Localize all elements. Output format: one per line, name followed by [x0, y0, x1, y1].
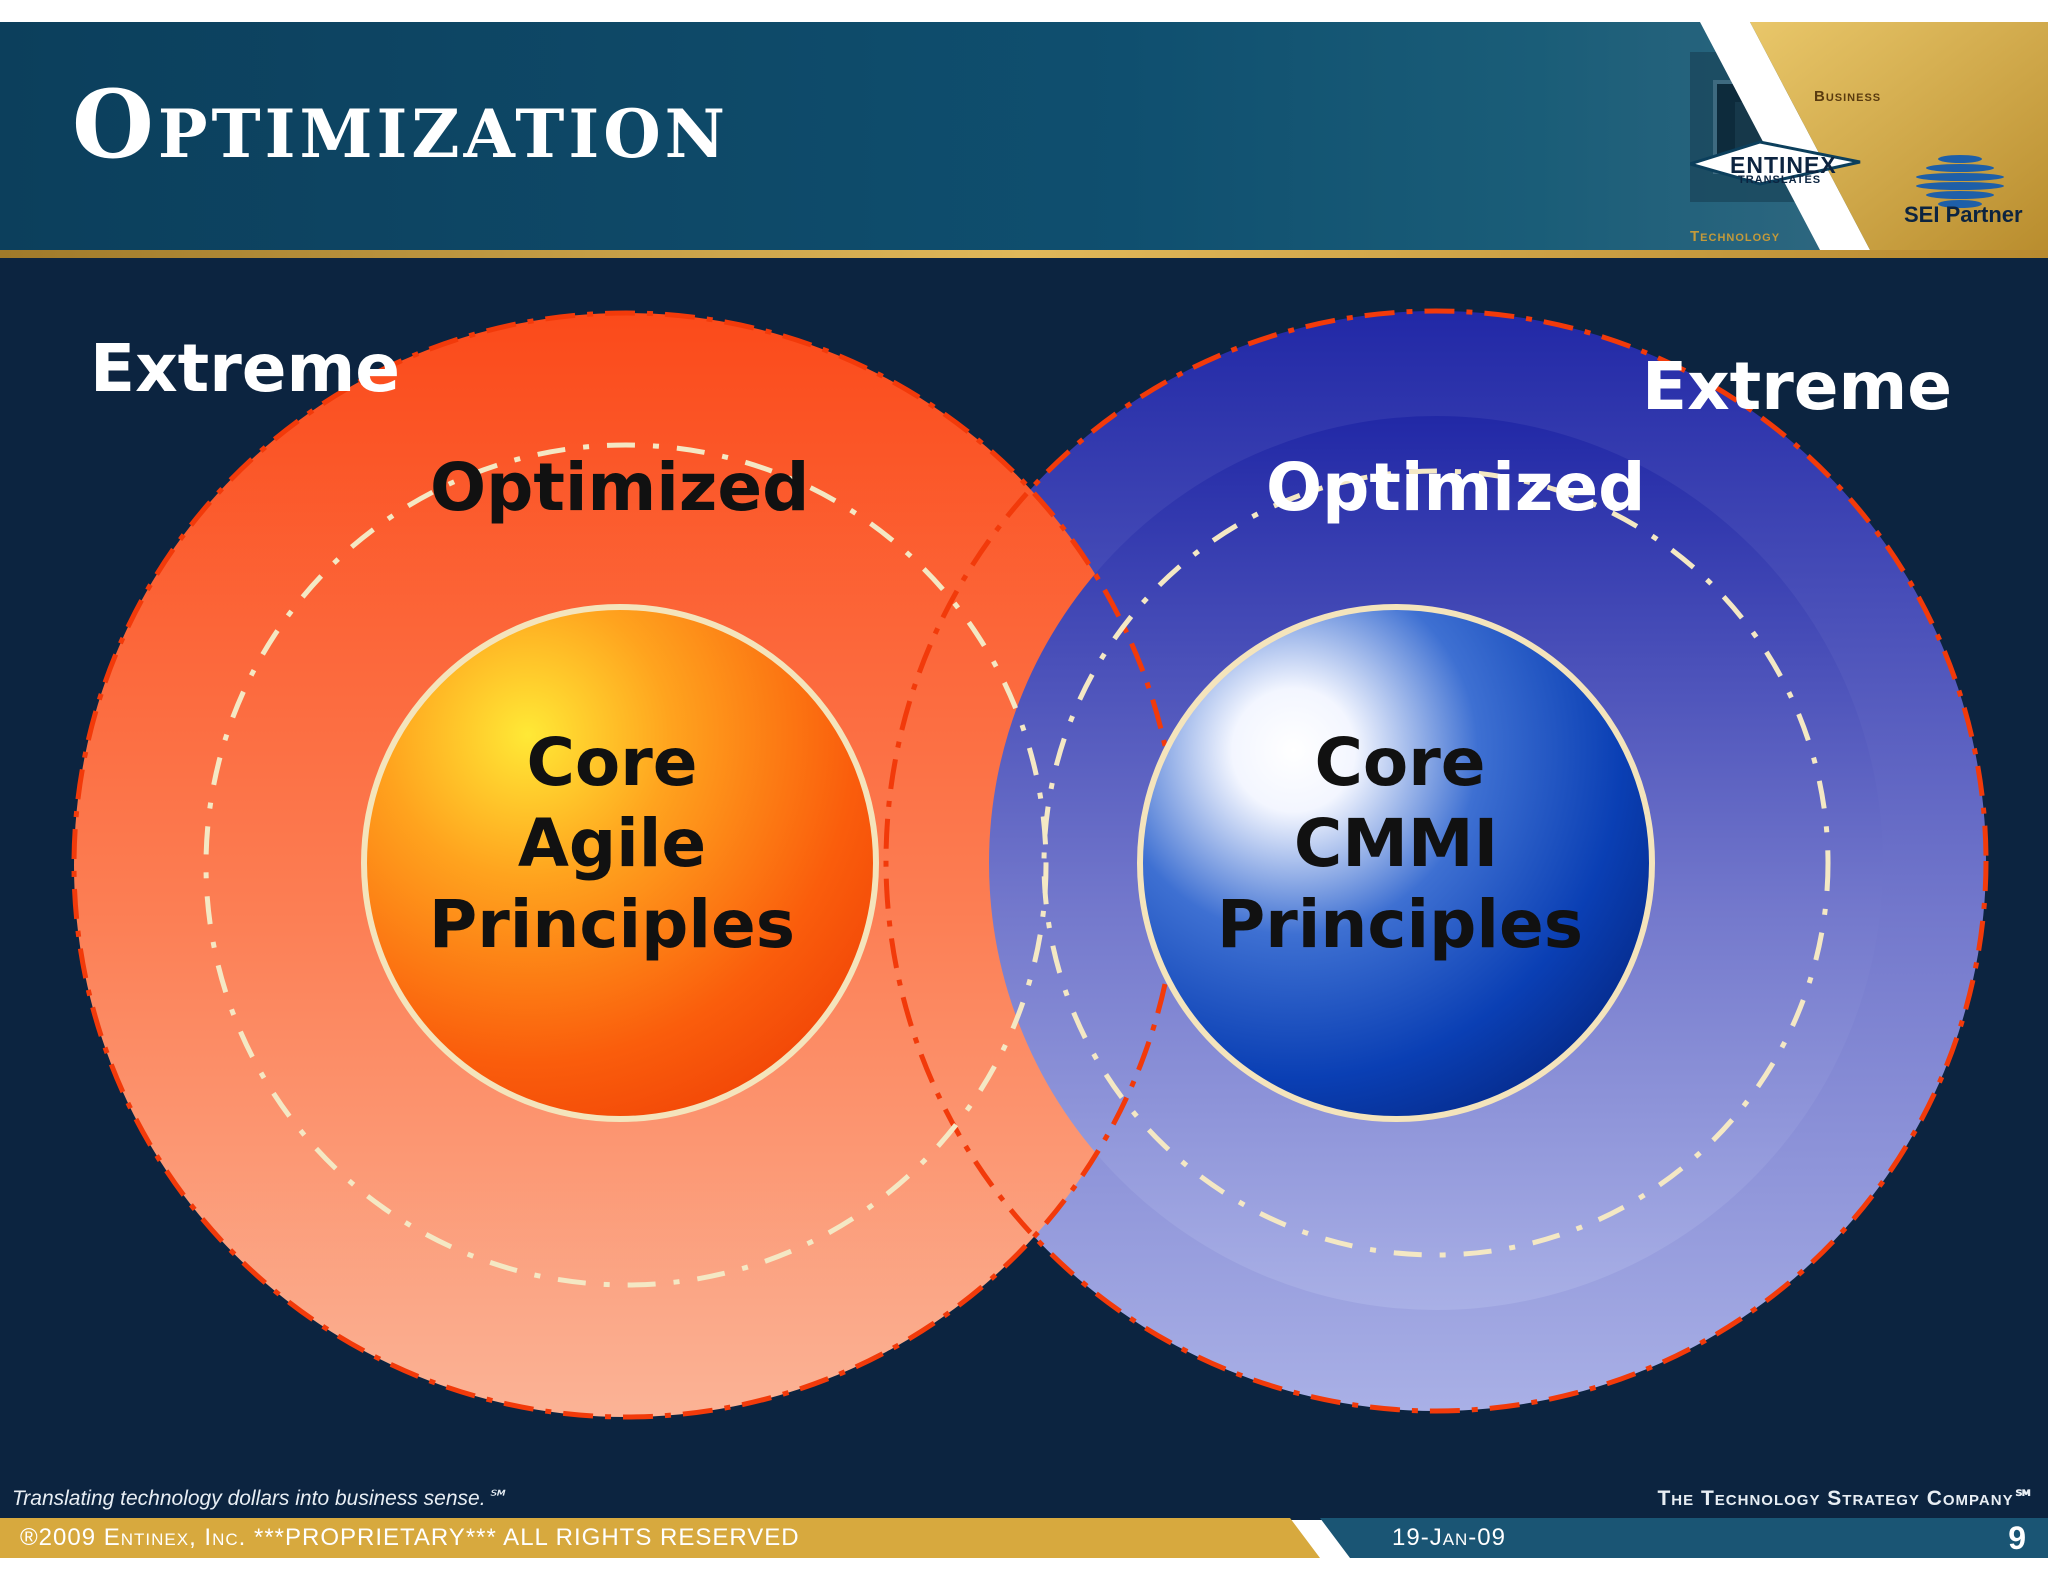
left-core-circle [361, 604, 879, 1122]
logo-brand: ENTINEX [1730, 152, 1837, 178]
right-outer-border [883, 308, 1989, 1414]
right-core-line-2: CMMI [1294, 805, 1498, 882]
left-optimized-label: Optimized [430, 449, 809, 526]
right-optimized-label: Optimized [1266, 449, 1645, 526]
footer-left-band [0, 1518, 1320, 1558]
right-core-circle [1137, 604, 1655, 1122]
right-middle-ring [1041, 468, 1831, 1258]
left-core-line-1: Core [526, 724, 697, 801]
left-core-line-2: Agile [518, 805, 706, 882]
tagline: Translating technology dollars into busi… [12, 1487, 507, 1510]
date-text: 19-Jan-09 [1392, 1524, 1506, 1551]
left-core-line-3: Principles [429, 886, 795, 963]
header-divider [0, 250, 2048, 258]
logo-business-label: Business [1814, 88, 1882, 105]
company-name: The Technology Strategy Company℠ [1657, 1487, 2036, 1510]
left-extreme-label: Extreme [90, 330, 400, 407]
diamond-icon [1690, 140, 1861, 186]
main-area: Extreme Extreme Optimized Optimized Core… [0, 258, 2048, 1520]
copyright-text: ®2009 Entinex, Inc. ***PROPRIETARY*** AL… [20, 1524, 800, 1551]
venn-diagram: Extreme Extreme Optimized Optimized Core… [71, 308, 1989, 1420]
logo-technology-label: Technology [1690, 228, 1781, 245]
right-core-line-1: Core [1314, 724, 1485, 801]
left-middle-ring [203, 442, 1049, 1288]
page-number: 9 [2008, 1520, 2026, 1556]
footer-bar: ®2009 Entinex, Inc. ***PROPRIETARY*** AL… [0, 1518, 2048, 1558]
footer-right-band [1320, 1518, 2048, 1558]
logo-translates: TRANSLATES [1738, 174, 1822, 186]
bottom-margin [0, 1558, 2048, 1582]
right-extreme-label: Extreme [1642, 348, 1952, 425]
right-core-line-3: Principles [1217, 886, 1583, 963]
sei-logo-icon [1916, 155, 2004, 208]
logo-graphic [1690, 22, 2048, 250]
logo-area: Business ENTINEX TRANSLATES Technology S… [1690, 22, 2048, 250]
logo-sei-partner: SEI Partner [1904, 202, 2023, 227]
page-title: Optimization [72, 70, 730, 180]
